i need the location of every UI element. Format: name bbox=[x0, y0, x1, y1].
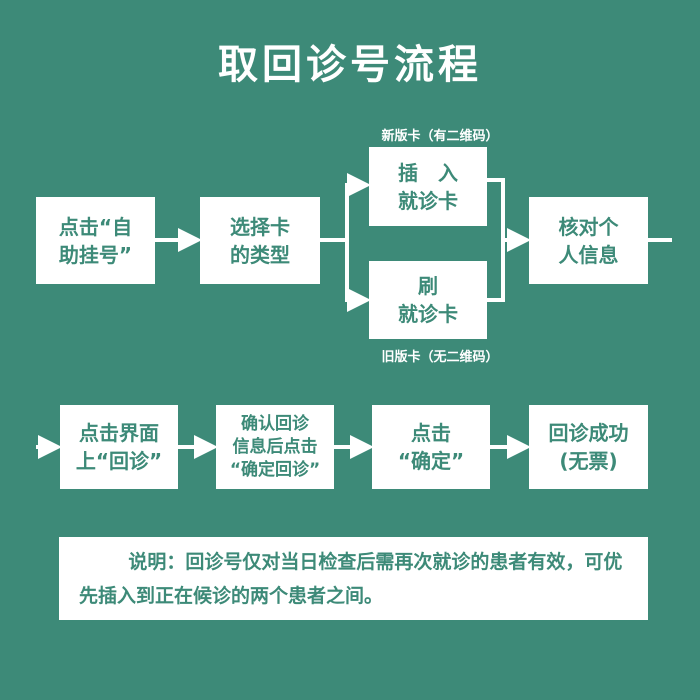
step-click-confirm: 点击 “确定” bbox=[372, 405, 490, 489]
step-self-register: 点击“自 助挂号” bbox=[36, 197, 155, 284]
option-insert-card: 插 入 就诊卡 bbox=[369, 147, 487, 226]
step-click-revisit: 点击界面 上“回诊” bbox=[60, 405, 178, 489]
caption-old-card: 旧版卡（无二维码） bbox=[381, 350, 499, 365]
step-success: 回诊成功 (无票) bbox=[529, 405, 648, 489]
note-box: 说明：回诊号仅对当日检查后需再次就诊的患者有效，可优先插入到正在候诊的两个患者之… bbox=[59, 537, 648, 620]
option-swipe-card: 刷 就诊卡 bbox=[369, 261, 487, 339]
step-confirm-revisit: 确认回诊 信息后点击 “确定回诊” bbox=[216, 405, 334, 489]
page-title: 取回诊号流程 bbox=[218, 42, 482, 88]
caption-new-card: 新版卡（有二维码） bbox=[381, 129, 499, 144]
step-select-card-type: 选择卡 的类型 bbox=[200, 197, 320, 284]
step-verify-info: 核对个 人信息 bbox=[529, 197, 648, 284]
